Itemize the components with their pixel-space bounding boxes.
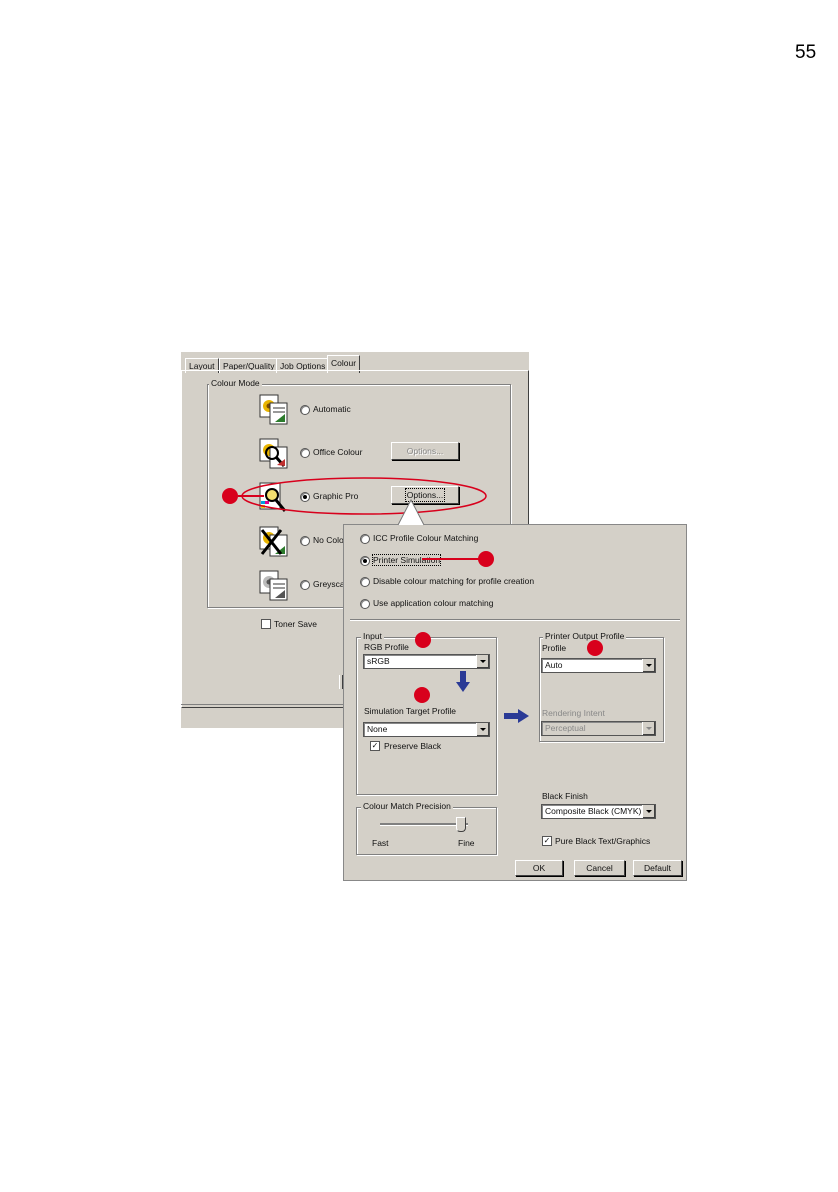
pure-black-checkbox[interactable]: ✓ xyxy=(542,836,552,846)
callout-line-printer-simulation xyxy=(422,558,480,560)
callout-pointer xyxy=(397,498,425,526)
automatic-mode-icon xyxy=(259,394,288,425)
preserve-black-checkbox[interactable]: ✓ xyxy=(370,741,380,751)
printer-simulation-label: Printer Simulation xyxy=(371,554,442,566)
callout-dot-graphic-pro xyxy=(222,488,238,504)
automatic-label: Automatic xyxy=(313,404,351,414)
radio-office-colour[interactable] xyxy=(300,448,310,458)
black-finish-value: Composite Black (CMYK) xyxy=(545,806,642,816)
greyscale-icon xyxy=(259,570,288,601)
graphic-pro-options-button[interactable]: Options... xyxy=(391,486,459,504)
office-colour-label: Office Colour xyxy=(313,447,363,457)
colour-mode-label: Colour Mode xyxy=(209,378,262,388)
radio-greyscale[interactable] xyxy=(300,580,310,590)
toner-save-checkbox[interactable] xyxy=(261,619,271,629)
simulation-target-value: None xyxy=(367,724,388,734)
rgb-profile-dropdown-arrow-icon[interactable] xyxy=(476,655,489,668)
output-profile-select[interactable]: Auto xyxy=(541,658,656,673)
output-profile-value: Auto xyxy=(545,660,563,670)
radio-automatic[interactable] xyxy=(300,405,310,415)
hidden-button-edge xyxy=(339,675,343,689)
black-finish-label: Black Finish xyxy=(542,791,588,801)
profile-label: Profile xyxy=(542,643,567,653)
output-group-label: Printer Output Profile xyxy=(543,631,627,641)
pure-black-label: Pure Black Text/Graphics xyxy=(555,836,651,846)
radio-application-matching[interactable] xyxy=(360,599,370,609)
greyscale-label: Greysca xyxy=(313,579,345,589)
preserve-black-label: Preserve Black xyxy=(384,741,442,751)
tab-colour[interactable]: Colour xyxy=(327,355,361,373)
disable-matching-label: Disable colour matching for profile crea… xyxy=(373,576,535,586)
callout-line-graphic-pro xyxy=(238,495,264,497)
ok-button[interactable]: OK xyxy=(515,860,563,876)
simulation-target-dropdown-arrow-icon[interactable] xyxy=(476,723,489,736)
rendering-intent-dropdown-arrow-icon[interactable] xyxy=(642,722,655,735)
colour-match-precision-label: Colour Match Precision xyxy=(361,801,453,811)
radio-icc-profile[interactable] xyxy=(360,534,370,544)
callout-dot-output-profile xyxy=(587,640,603,656)
callout-dot-rgb-profile xyxy=(415,632,431,648)
graphic-pro-icon xyxy=(259,482,287,512)
simulation-target-label: Simulation Target Profile xyxy=(364,706,456,716)
default-button[interactable]: Default xyxy=(633,860,682,876)
radio-printer-simulation[interactable] xyxy=(360,556,370,566)
black-finish-dropdown-arrow-icon[interactable] xyxy=(642,805,655,818)
graphic-pro-options-text: Options... xyxy=(404,488,446,502)
radio-graphic-pro[interactable] xyxy=(300,492,310,502)
cancel-button[interactable]: Cancel xyxy=(574,860,625,876)
output-profile-dropdown-arrow-icon[interactable] xyxy=(642,659,655,672)
fine-label: Fine xyxy=(458,838,475,848)
rendering-intent-label: Rendering Intent xyxy=(542,708,605,718)
callout-dot-printer-simulation xyxy=(478,551,494,567)
radio-no-colour[interactable] xyxy=(300,536,310,546)
rgb-profile-label: RGB Profile xyxy=(364,642,409,652)
down-arrow-icon xyxy=(456,671,470,692)
rendering-intent-select[interactable]: Perceptual xyxy=(541,721,656,736)
options-divider xyxy=(350,619,680,621)
page-number: 55 xyxy=(795,42,817,63)
tab-layout[interactable]: Layout xyxy=(185,358,219,373)
rgb-profile-select[interactable]: sRGB xyxy=(363,654,490,669)
black-finish-select[interactable]: Composite Black (CMYK) xyxy=(541,804,656,819)
application-matching-label: Use application colour matching xyxy=(373,598,494,608)
toner-save-label: Toner Save xyxy=(274,619,317,629)
callout-dot-simulation-target xyxy=(414,687,430,703)
graphic-pro-label: Graphic Pro xyxy=(313,491,359,501)
precision-slider-thumb[interactable] xyxy=(456,817,466,832)
icc-profile-label: ICC Profile Colour Matching xyxy=(373,533,479,543)
office-colour-icon xyxy=(259,438,288,469)
rgb-profile-value: sRGB xyxy=(367,656,390,666)
precision-slider-track xyxy=(380,823,468,826)
input-group-label: Input xyxy=(361,631,384,641)
radio-disable-matching[interactable] xyxy=(360,577,370,587)
colour-options-dialog: ICC Profile Colour Matching Printer Simu… xyxy=(343,524,687,881)
graphic-pro-highlight xyxy=(241,477,487,515)
no-colour-label: No Colo xyxy=(313,535,344,545)
no-colour-icon xyxy=(259,526,288,557)
office-colour-options-button[interactable]: Options... xyxy=(391,442,459,460)
right-arrow-icon xyxy=(504,709,529,723)
simulation-target-select[interactable]: None xyxy=(363,722,490,737)
fast-label: Fast xyxy=(372,838,389,848)
rendering-intent-value: Perceptual xyxy=(545,723,586,733)
